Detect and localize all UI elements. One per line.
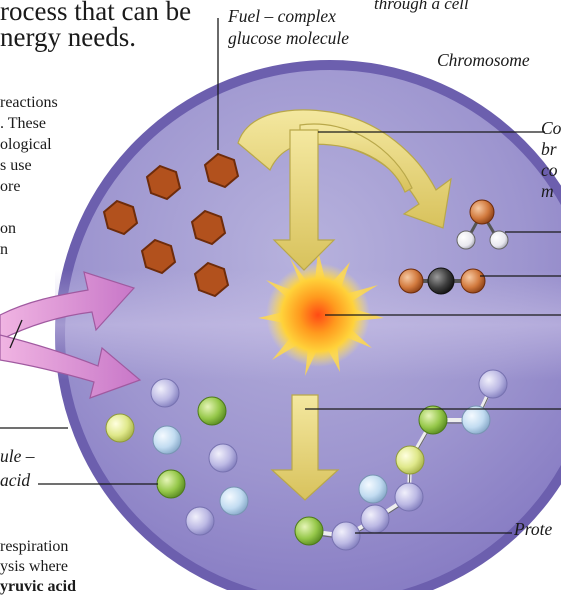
amino-acid-blue xyxy=(220,487,248,515)
chromosome-label: Chromosome xyxy=(437,52,530,70)
body-text-line: on xyxy=(0,221,16,237)
amino-acid-lilac xyxy=(209,444,237,472)
amino-acid-green xyxy=(157,470,185,498)
co-label-line-1: Co xyxy=(541,120,561,138)
co-label-line-4: m xyxy=(541,183,554,201)
co-label-line-2: br xyxy=(541,141,557,159)
body-text-line: ological xyxy=(0,137,52,153)
molecule-label-line-2: acid xyxy=(0,472,30,490)
amino-acid-lilac xyxy=(151,379,179,407)
amino-acid-yellow xyxy=(106,414,134,442)
co-label-line-3: co xyxy=(541,162,558,180)
heading-line-2: nergy needs. xyxy=(0,24,136,51)
carbon-dioxide-molecule xyxy=(399,268,485,294)
body-text-line: reactions xyxy=(0,95,58,111)
body-text-line: respiration xyxy=(0,539,68,555)
amino-acid-green xyxy=(198,397,226,425)
body-text-line: ysis where xyxy=(0,559,68,575)
molecule-label-line-1: ule – xyxy=(0,448,35,466)
body-text-line: n xyxy=(0,242,8,258)
fuel-label-line-1: Fuel – complex xyxy=(228,8,336,26)
caption-fragment: through a cell xyxy=(374,0,469,12)
protein-label: Prote xyxy=(514,521,552,539)
body-text-line: . These xyxy=(0,116,46,132)
amino-acid-blue xyxy=(153,426,181,454)
amino-acid-lilac xyxy=(186,507,214,535)
body-text-line: s use xyxy=(0,158,32,174)
fuel-label-line-2: glucose molecule xyxy=(228,30,349,48)
body-text-line: ore xyxy=(0,179,20,195)
body-text-line: yruvic acid xyxy=(0,579,76,595)
